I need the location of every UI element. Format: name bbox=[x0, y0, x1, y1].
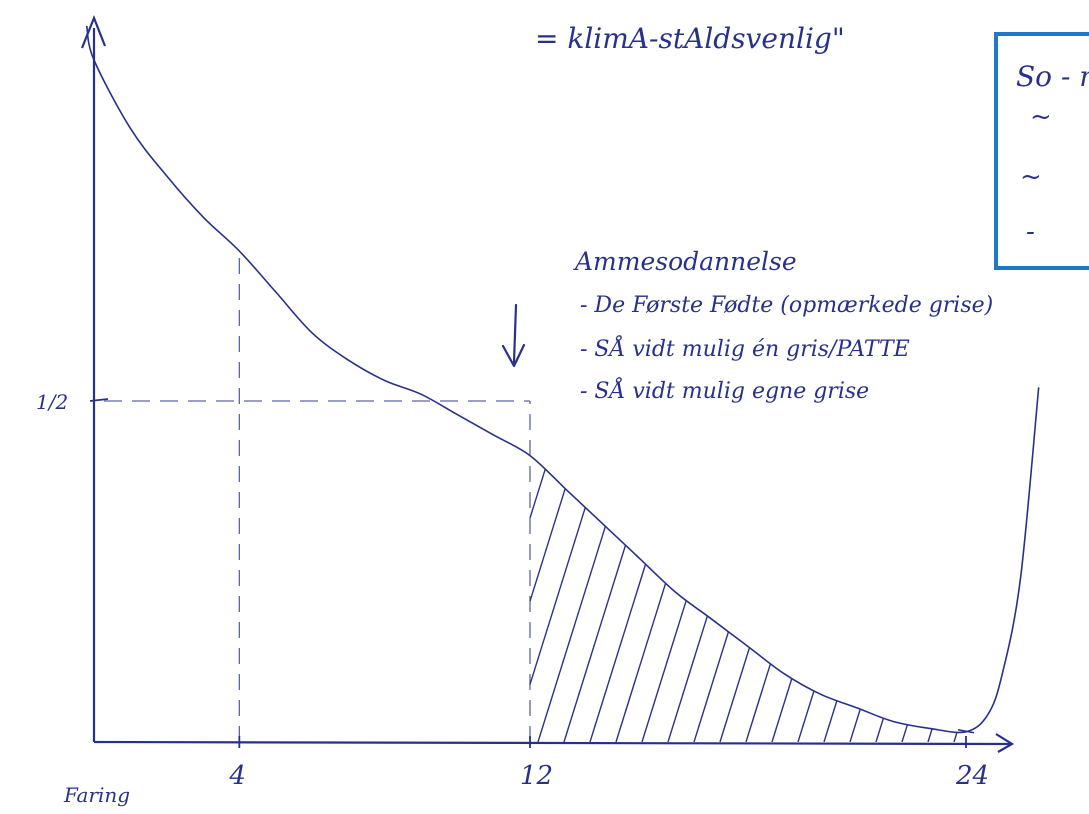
hatch-line bbox=[927, 620, 967, 742]
shaded-region bbox=[479, 101, 981, 742]
info-box-line-2: ~ bbox=[1030, 102, 1052, 132]
y-tick-mark-half bbox=[89, 398, 109, 402]
info-box: So - m ~ ~ - bbox=[994, 32, 1089, 270]
info-box-line-1: So - m bbox=[1016, 60, 1089, 93]
hatch-line bbox=[479, 101, 531, 263]
hatch-line bbox=[849, 370, 967, 742]
hatch-line bbox=[771, 261, 923, 742]
hatch-line bbox=[875, 453, 967, 742]
info-box-line-4: - bbox=[1026, 217, 1035, 247]
x-tick-label-24: 24 bbox=[955, 761, 989, 791]
x-tick-label-4: 4 bbox=[228, 761, 246, 791]
hatch-line bbox=[529, 261, 585, 436]
annotation-arrow-shaft bbox=[512, 303, 518, 364]
hatch-line bbox=[745, 261, 897, 742]
y-axis-arrow bbox=[80, 15, 107, 49]
chart-plot-area: 4 12 24 1/2 bbox=[36, 15, 1040, 791]
hatch-line bbox=[505, 184, 531, 263]
x-axis-label: Faring bbox=[63, 783, 130, 807]
info-box-line-3: ~ bbox=[1020, 162, 1042, 192]
annotation-title: Ammesodannelse bbox=[573, 247, 797, 276]
y-tick-label-half: 1/2 bbox=[36, 390, 68, 414]
x-axis-arrow bbox=[995, 733, 1015, 753]
hatch-line bbox=[797, 261, 949, 742]
annotation-arrow-head bbox=[501, 343, 526, 368]
hatch-line bbox=[719, 261, 871, 742]
hatch-line bbox=[529, 261, 533, 269]
hatch-line bbox=[953, 703, 967, 742]
series-curve bbox=[85, 25, 1040, 734]
top-note: = klimA-stAldsvenlig" bbox=[535, 22, 845, 55]
info-box-border bbox=[994, 32, 1089, 270]
minimum-mark bbox=[957, 728, 975, 734]
annotation-bullet-3: - SÅ vidt mulig egne grise bbox=[580, 376, 869, 404]
annotation-bullet-2: - SÅ vidt mulig én gris/PATTE bbox=[580, 334, 910, 362]
shaded-region-lines bbox=[479, 101, 981, 742]
x-axis-line bbox=[93, 740, 1011, 746]
annotation-block: Ammesodannelse - De Første Fødte (opmærk… bbox=[501, 247, 993, 404]
hatch-line bbox=[529, 261, 559, 352]
x-tick-label-12: 12 bbox=[520, 761, 553, 791]
annotation-bullet-1: - De Første Fødte (opmærkede grise) bbox=[580, 293, 993, 318]
hatch-line bbox=[901, 536, 967, 742]
